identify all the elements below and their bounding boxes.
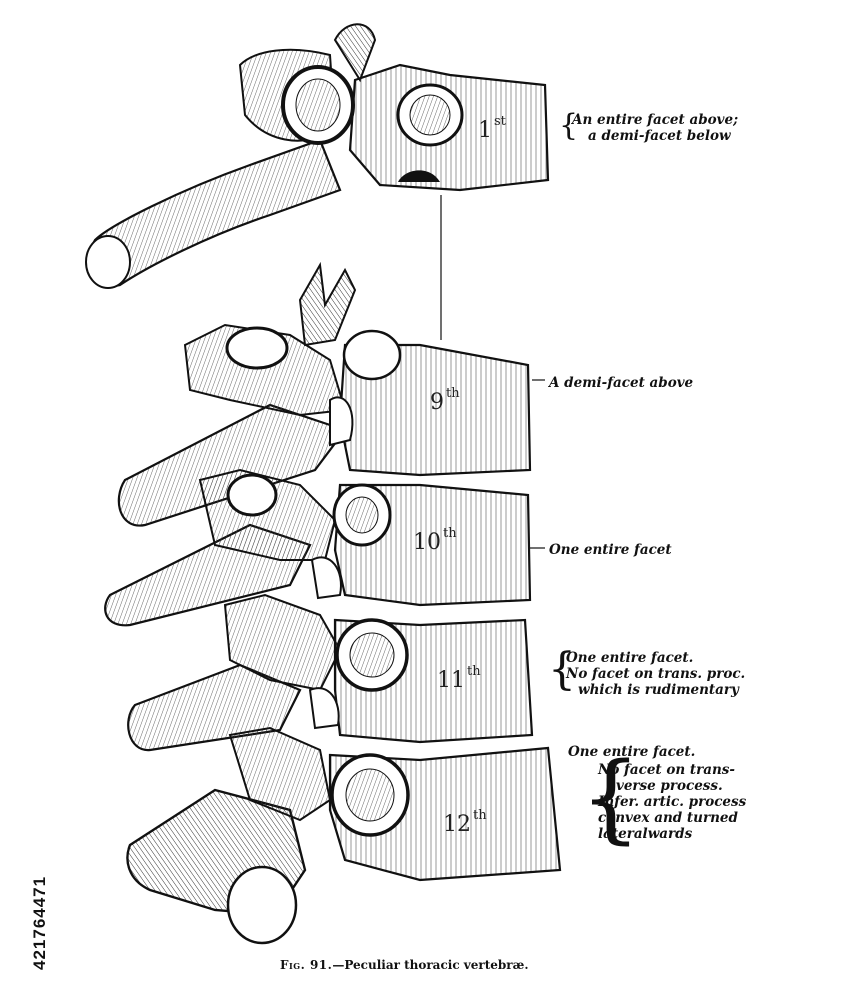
- brace-eleventh: {: [548, 644, 576, 695]
- figure-caption: Fig. 91.—Peculiar thoracic vertebræ.: [280, 958, 529, 972]
- annotation-first: An entire facet above; a demi-facet belo…: [572, 112, 739, 144]
- vertebra-eleventh: [127, 593, 534, 752]
- vertebra-ninth: [117, 261, 532, 527]
- annotation-ninth: A demi-facet above: [549, 375, 694, 391]
- annotation-eleventh: One entire facet. No facet on trans. pro…: [566, 650, 746, 698]
- vertebra-twelfth: [126, 726, 562, 945]
- vertebra-tenth: [104, 468, 532, 627]
- annotation-tenth: One entire facet: [549, 542, 672, 558]
- brace-first: {: [559, 108, 579, 143]
- annotation-twelfth-title: One entire facet.: [568, 744, 696, 760]
- vertebra-first: [85, 23, 550, 289]
- annotation-twelfth: No facet on trans- verse process. Infer.…: [598, 762, 747, 842]
- stock-id: 421764471: [30, 875, 49, 970]
- brace-twelfth: {: [580, 742, 642, 854]
